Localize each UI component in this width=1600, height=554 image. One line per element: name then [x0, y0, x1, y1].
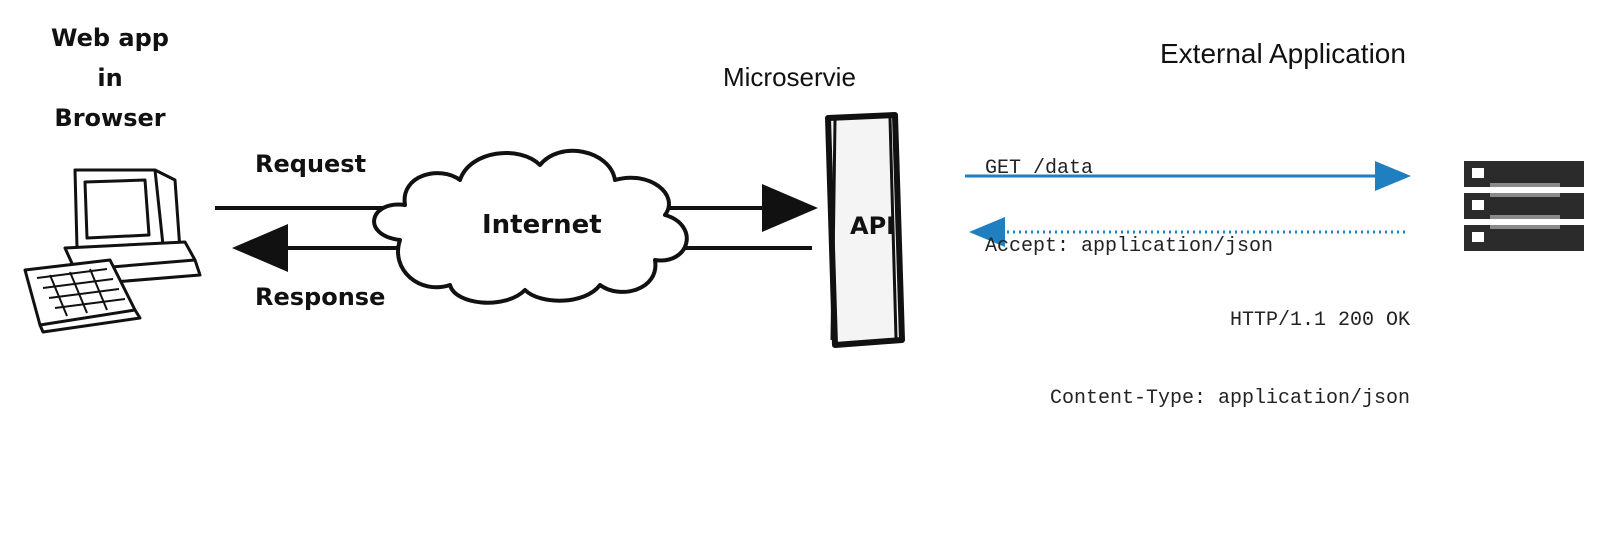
- http-response-text: HTTP/1.1 200 OK Content-Type: applicatio…: [1050, 256, 1410, 464]
- http-response-line2: Content-Type: application/json: [1049, 387, 1410, 410]
- computer-icon: [23, 168, 202, 334]
- http-request-line1: GET /data: [985, 157, 1094, 180]
- cloud-label: Internet: [482, 210, 602, 240]
- request-label: Request: [255, 150, 367, 178]
- cloud-icon: [372, 148, 689, 305]
- http-request-text: GET /data Accept: application/json: [985, 104, 1273, 312]
- microservice-title: Microservie: [723, 62, 856, 92]
- web-app-label-line2: in: [97, 64, 123, 92]
- web-app-label-line3: Browser: [54, 104, 166, 132]
- external-app-title: External Application: [1160, 38, 1406, 69]
- web-app-label: Web app in Browser: [40, 18, 180, 138]
- http-request-line2: Accept: application/json: [985, 235, 1274, 258]
- web-app-label-line1: Web app: [51, 24, 169, 52]
- server-stack-icon: [1464, 161, 1584, 251]
- http-response-line1: HTTP/1.1 200 OK: [1229, 309, 1410, 332]
- api-label: API: [850, 212, 896, 240]
- response-label: Response: [255, 283, 386, 311]
